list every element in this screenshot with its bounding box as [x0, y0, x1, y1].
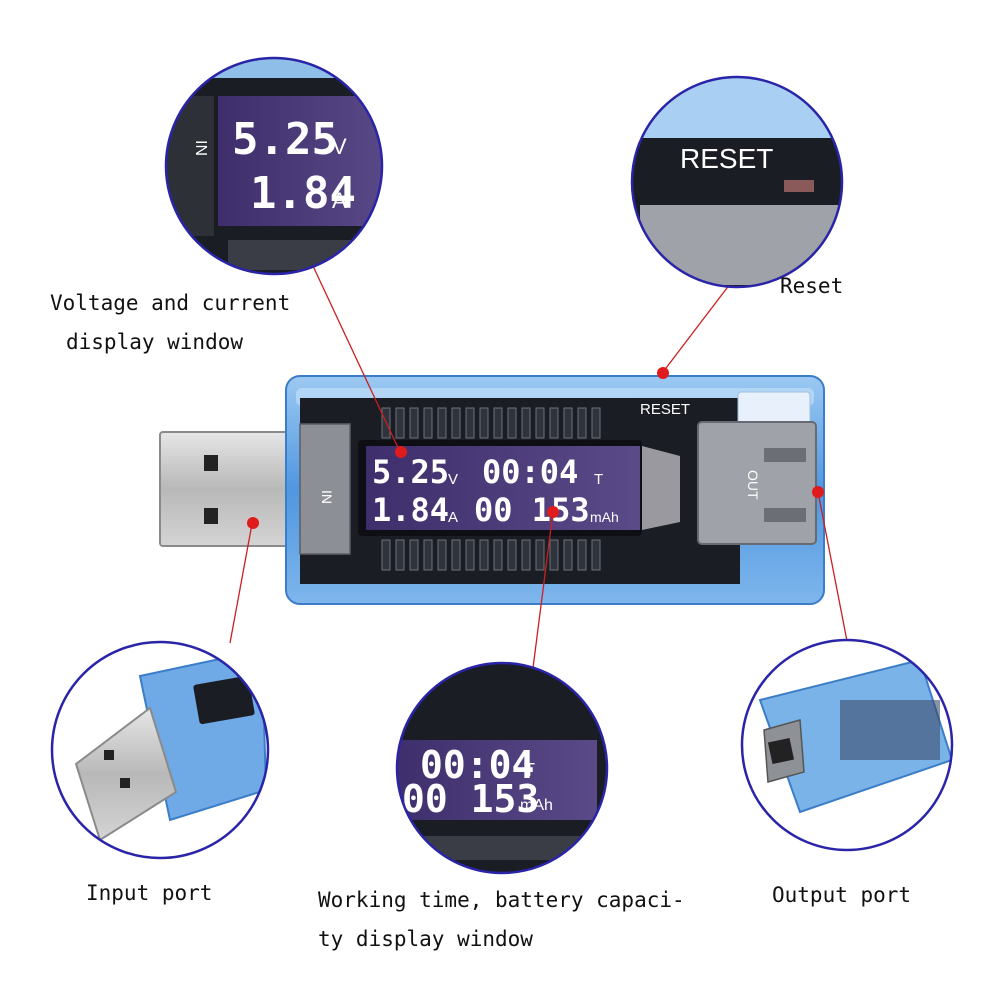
lcd-time: 00:04 [482, 453, 578, 491]
out-label: OUT [745, 470, 761, 500]
caption-reset: Reset [780, 274, 844, 298]
lcd-time-unit: T [594, 471, 603, 488]
caption-time-capacity-line1: Working time, battery capaci- [318, 888, 685, 912]
zoom-capacity: 00 153 [402, 777, 539, 821]
usb-a-output-port: OUT [697, 421, 817, 545]
lcd-current: 1.84 [372, 491, 449, 529]
svg-text:mAh: mAh [520, 797, 553, 814]
zoom-circle-reset: RESET [630, 75, 844, 289]
lcd-capacity: 00 153 [474, 491, 590, 529]
caption-voltage-current-line1: Voltage and current [50, 291, 291, 315]
lcd-voltage-unit: V [448, 471, 458, 488]
callout-lines [229, 265, 848, 669]
lcd-capacity-unit: mAh [590, 509, 619, 525]
zoom-circle-voltage-current: IN 5.25 V 1.84 A [164, 56, 384, 276]
zoom-circle-input-port [50, 640, 270, 860]
svg-text:IN: IN [192, 140, 209, 156]
caption-voltage-current-line2: display window [66, 330, 244, 354]
zoom-time: 00:04 [420, 743, 534, 787]
usb-a-plug [159, 431, 291, 547]
svg-text:T: T [524, 760, 535, 780]
in-label: IN [319, 490, 335, 504]
caption-output-port: Output port [772, 883, 912, 907]
zoom-current: 1.84 [250, 168, 356, 219]
svg-text:A: A [332, 188, 347, 213]
svg-text:V: V [332, 134, 347, 159]
caption-time-capacity-line2: ty display window [318, 927, 533, 951]
zoom-voltage: 5.25 [232, 114, 338, 165]
usb-meter-device: IN 5.25 V 1.84 A 00:04 T 00 153 mAh RESE… [159, 375, 825, 605]
reset-label: RESET [640, 401, 690, 418]
lcd-current-unit: A [448, 509, 458, 526]
lcd-bottom-pins [381, 539, 601, 571]
zoom-circle-time-capacity: 00:04 T 00 153 mAh [395, 661, 609, 875]
lcd-top-pins [381, 407, 601, 439]
zoom-circle-output-port [740, 638, 954, 852]
zoom-reset-label: RESET [680, 143, 773, 174]
lcd-voltage: 5.25 [372, 453, 449, 491]
lcd-display [366, 446, 640, 530]
caption-input-port: Input port [86, 881, 213, 905]
callout-dots [247, 367, 824, 529]
